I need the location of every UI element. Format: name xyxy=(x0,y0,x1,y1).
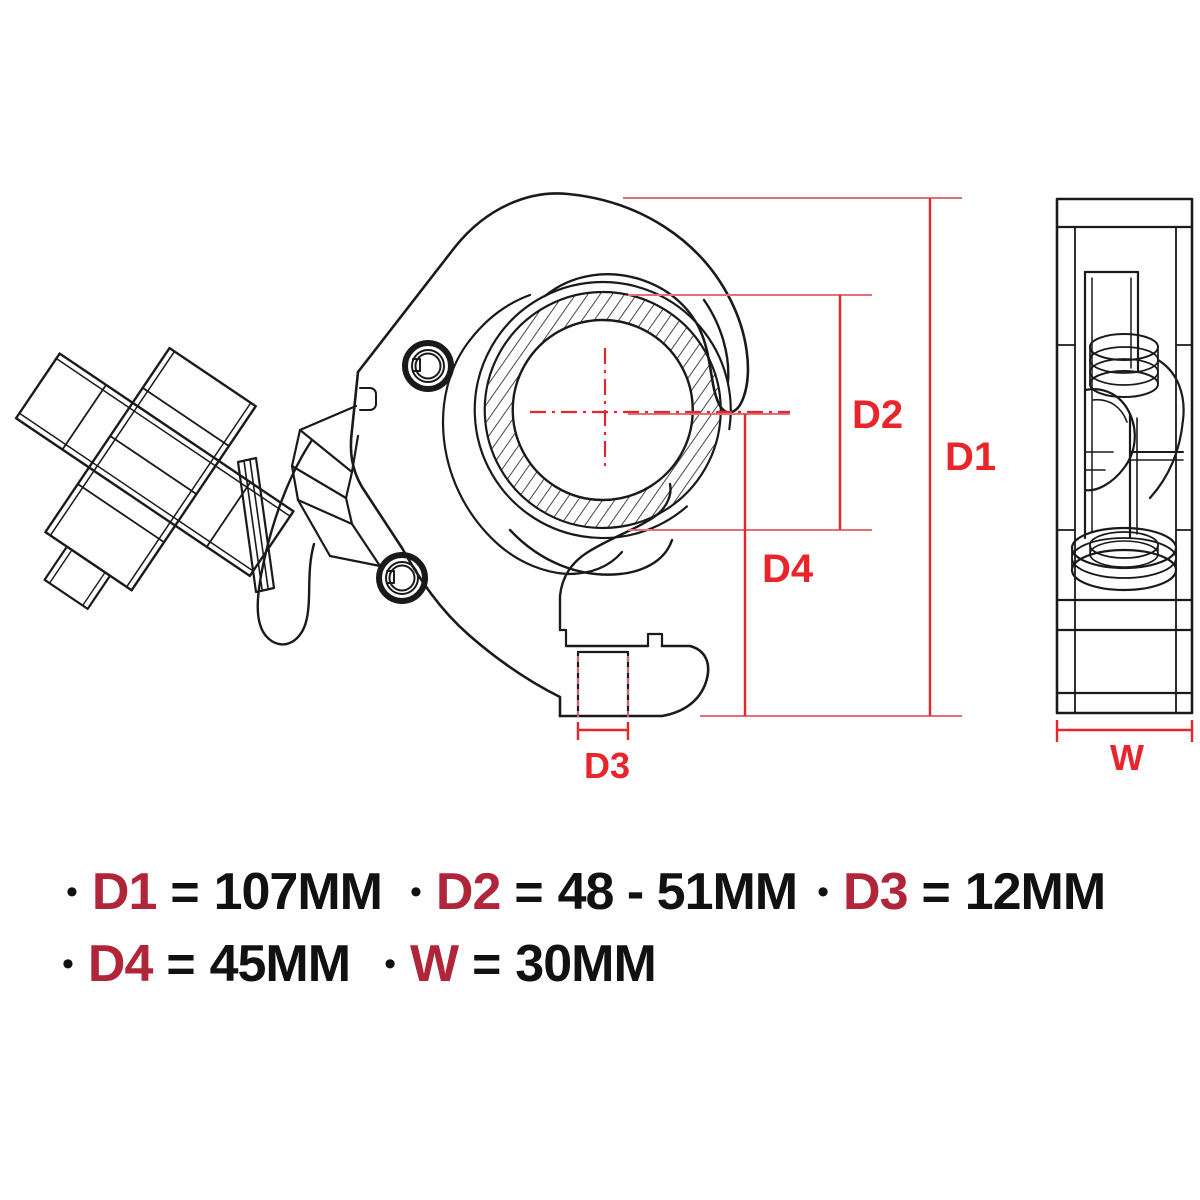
legend-code-d2: D2 xyxy=(435,863,501,921)
lever-linkage xyxy=(256,404,382,646)
bore-centre-crosshair xyxy=(530,348,790,470)
legend-item-d2: • D2 = 48 - 51MM xyxy=(410,862,799,922)
bolt-hole-upper xyxy=(402,340,454,392)
dimension-label-d1: D1 xyxy=(945,435,996,479)
bolt-hole-lower xyxy=(376,552,428,604)
legend-value-w: 30MM xyxy=(515,935,656,993)
dimension-label-d3: D3 xyxy=(584,745,630,786)
side-view-body xyxy=(1055,197,1194,715)
legend-row-1: • D1 = 107MM • D2 = 48 - 51MM • D3 = 12M… xyxy=(0,862,1200,934)
w-dimension xyxy=(1055,720,1194,742)
legend-code-d1: D1 xyxy=(91,863,157,921)
dimension-lines xyxy=(623,197,962,717)
bullet-icon: • xyxy=(384,945,396,983)
dimension-label-d4: D4 xyxy=(762,547,814,591)
dimension-bars xyxy=(743,198,932,716)
legend-value-d2: 48 - 51MM xyxy=(557,863,799,921)
legend-equals: = xyxy=(514,864,544,920)
bullet-icon: • xyxy=(62,945,74,983)
front-view-body xyxy=(14,192,750,718)
dimension-label-d2: D2 xyxy=(852,393,903,437)
legend-code-w: W xyxy=(409,935,459,993)
legend-value-d1: 107MM xyxy=(213,863,383,921)
threaded-boss xyxy=(1089,333,1159,398)
legend-equals: = xyxy=(921,864,951,920)
base-cup xyxy=(1070,526,1178,592)
legend-item-d4: • D4 = 45MM xyxy=(62,934,351,994)
legend-item-d3: • D3 = 12MM xyxy=(817,862,1106,922)
legend-value-d4: 45MM xyxy=(209,935,351,993)
legend-equals: = xyxy=(170,864,200,920)
legend-item-d1: • D1 = 107MM xyxy=(66,862,383,922)
bullet-icon: • xyxy=(66,873,78,911)
washer-plate xyxy=(236,456,276,594)
d3-dimension xyxy=(576,656,630,742)
t-handle xyxy=(14,346,295,610)
dimension-label-w: W xyxy=(1110,737,1144,778)
legend-code-d4: D4 xyxy=(87,935,153,993)
bullet-icon: • xyxy=(817,873,830,911)
specification-legend: • D1 = 107MM • D2 = 48 - 51MM • D3 = 12M… xyxy=(0,862,1200,1006)
legend-value-d3: 12MM xyxy=(964,863,1106,921)
technical-drawing: D1 D2 D4 D3 W xyxy=(14,192,1194,786)
legend-item-w: • W = 30MM xyxy=(384,934,657,994)
bullet-icon: • xyxy=(410,873,422,911)
legend-equals: = xyxy=(472,936,502,992)
legend-code-d3: D3 xyxy=(843,863,908,921)
legend-row-2: • D4 = 45MM • W = 30MM xyxy=(0,934,1200,1006)
legend-equals: = xyxy=(166,936,196,992)
